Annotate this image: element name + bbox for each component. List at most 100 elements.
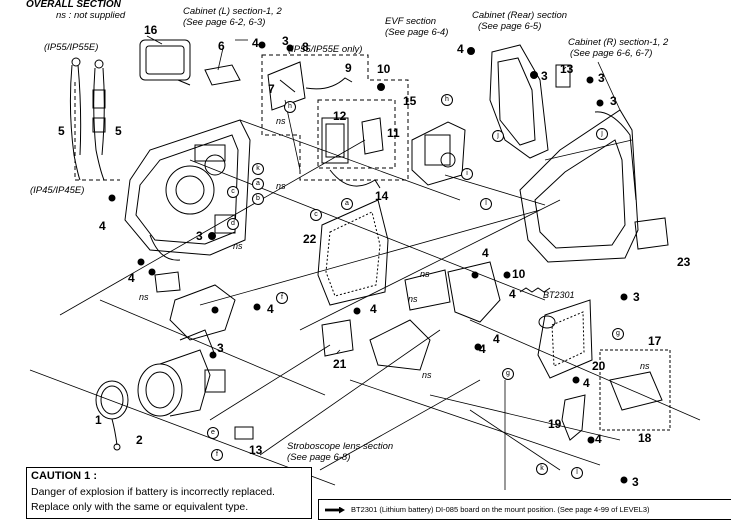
ns-marker: ns bbox=[422, 370, 432, 380]
ns-marker: ns bbox=[233, 241, 243, 251]
ref-letter-h: h bbox=[441, 94, 453, 106]
part-number-5-left: 5 bbox=[58, 124, 65, 138]
label-stroboscope-section: Stroboscope lens section bbox=[287, 441, 394, 452]
ref-letter-d: d bbox=[227, 218, 239, 230]
ns-marker: ns bbox=[408, 294, 418, 304]
part-number-4: 4 bbox=[252, 36, 259, 50]
evf-unit bbox=[411, 121, 466, 186]
part-number-4: 4 bbox=[583, 376, 590, 390]
ref-letter-g: g bbox=[612, 328, 624, 340]
ns-marker: ns bbox=[276, 116, 286, 126]
cable-part-14 bbox=[329, 169, 381, 189]
ref-letter-l: l bbox=[571, 467, 583, 479]
caution-line-2: Replace only with the same or equivalent… bbox=[31, 501, 249, 513]
label-cabinet-r-page: (See page 6-6, 6-7) bbox=[570, 48, 653, 59]
ns-marker: ns bbox=[139, 292, 149, 302]
ref-letter-j: j bbox=[492, 130, 504, 142]
main-board-22 bbox=[317, 199, 389, 306]
part-number-3: 3 bbox=[610, 94, 617, 108]
part-number-9: 9 bbox=[345, 61, 352, 75]
ref-letter-k: k bbox=[252, 163, 264, 175]
ref-letter-f: f bbox=[211, 449, 223, 461]
plate-part-6 bbox=[204, 64, 241, 86]
bracket-part-7 bbox=[267, 61, 306, 111]
ref-letter-c: c bbox=[310, 209, 322, 221]
part-number-5-right: 5 bbox=[115, 124, 122, 138]
ref-letter-e: e bbox=[207, 427, 219, 439]
ref-letter-j: j bbox=[596, 128, 608, 140]
part-number-1: 1 bbox=[95, 413, 102, 427]
plate-part-13-bottom bbox=[234, 426, 254, 440]
part-number-4: 4 bbox=[493, 332, 500, 346]
plate-part-23 bbox=[634, 217, 669, 250]
ref-letter-g: g bbox=[502, 368, 514, 380]
ref-letter-l: l bbox=[480, 198, 492, 210]
part-number-17: 17 bbox=[648, 334, 662, 348]
board-part-20 bbox=[537, 299, 593, 379]
battery-bt2301 bbox=[538, 315, 556, 329]
part-number-4: 4 bbox=[370, 302, 377, 316]
part-number-23: 23 bbox=[677, 255, 691, 269]
main-chassis bbox=[124, 119, 251, 261]
label-cabinet-l-section: Cabinet (L) section-1, 2 bbox=[183, 6, 282, 17]
part-number-4: 4 bbox=[509, 287, 516, 301]
part-number-18: 18 bbox=[638, 431, 652, 445]
label-cabinet-r-section: Cabinet (R) section-1, 2 bbox=[568, 37, 669, 48]
lens-cap-inner bbox=[100, 385, 124, 415]
ns-marker: ns bbox=[420, 269, 430, 279]
part-number-4: 4 bbox=[479, 342, 486, 356]
cabinet-r bbox=[519, 109, 639, 263]
part-number-3: 3 bbox=[196, 229, 203, 243]
battery-note-box: BT2301 (Lithium battery) DI-085 board on… bbox=[318, 499, 731, 520]
part-number-3: 3 bbox=[541, 69, 548, 83]
ref-letter-a: a bbox=[252, 178, 264, 190]
ip55-only-dashed-box bbox=[261, 54, 409, 181]
cord-ring bbox=[113, 443, 121, 451]
label-evf-section: EVF section bbox=[385, 16, 437, 27]
label-bt2301: BT2301 bbox=[543, 290, 575, 300]
part-number-8: 8 bbox=[302, 40, 309, 54]
ref-letter-c: c bbox=[227, 186, 239, 198]
part-number-16: 16 bbox=[144, 23, 158, 37]
caution-box: CAUTION 1 : Danger of explosion if batte… bbox=[26, 467, 312, 519]
lens-assembly bbox=[137, 284, 236, 417]
cover-part-16 bbox=[139, 39, 191, 86]
plate-part-18 bbox=[609, 371, 663, 411]
part-number-10: 10 bbox=[377, 62, 391, 76]
part-number-3: 3 bbox=[633, 290, 640, 304]
ns-marker: ns bbox=[276, 181, 286, 191]
part-number-10: 10 bbox=[512, 267, 526, 281]
part-number-13: 13 bbox=[560, 62, 574, 76]
part-number-3: 3 bbox=[217, 341, 224, 355]
part-number-3: 3 bbox=[632, 475, 639, 489]
label-cabinet-l-page: (See page 6-2, 6-3) bbox=[183, 17, 266, 28]
spring bbox=[519, 287, 551, 293]
label-ip55-only: (IP55/IP55E only) bbox=[288, 44, 363, 55]
part-number-21: 21 bbox=[333, 357, 347, 371]
part-number-4: 4 bbox=[99, 219, 106, 233]
strap-part-5 bbox=[69, 57, 106, 181]
part-17-dashed-box bbox=[599, 349, 671, 431]
cable-part-9 bbox=[305, 77, 353, 90]
part-number-14: 14 bbox=[375, 189, 389, 203]
part-number-3: 3 bbox=[598, 71, 605, 85]
part-number-13: 13 bbox=[249, 443, 263, 457]
bracket-part-19 bbox=[561, 394, 586, 441]
ns-note: ns : not supplied bbox=[56, 10, 126, 21]
sheet-ns-1 bbox=[404, 269, 451, 311]
caution-title: CAUTION 1 : bbox=[31, 470, 97, 482]
cabinet-rear bbox=[489, 44, 549, 159]
ref-letter-k: k bbox=[536, 463, 548, 475]
part-number-22: 22 bbox=[303, 232, 317, 246]
plate-part-11 bbox=[361, 117, 384, 155]
part-number-4: 4 bbox=[482, 246, 489, 260]
ref-letter-b: b bbox=[252, 193, 264, 205]
board-part-12 bbox=[321, 117, 349, 164]
ref-letter-f: f bbox=[276, 292, 288, 304]
ref-letter-h: h bbox=[284, 101, 296, 113]
screws bbox=[108, 41, 628, 484]
label-cabinet-rear-page: (See page 6-5) bbox=[478, 21, 542, 32]
assembly-guide-lines bbox=[29, 119, 701, 490]
